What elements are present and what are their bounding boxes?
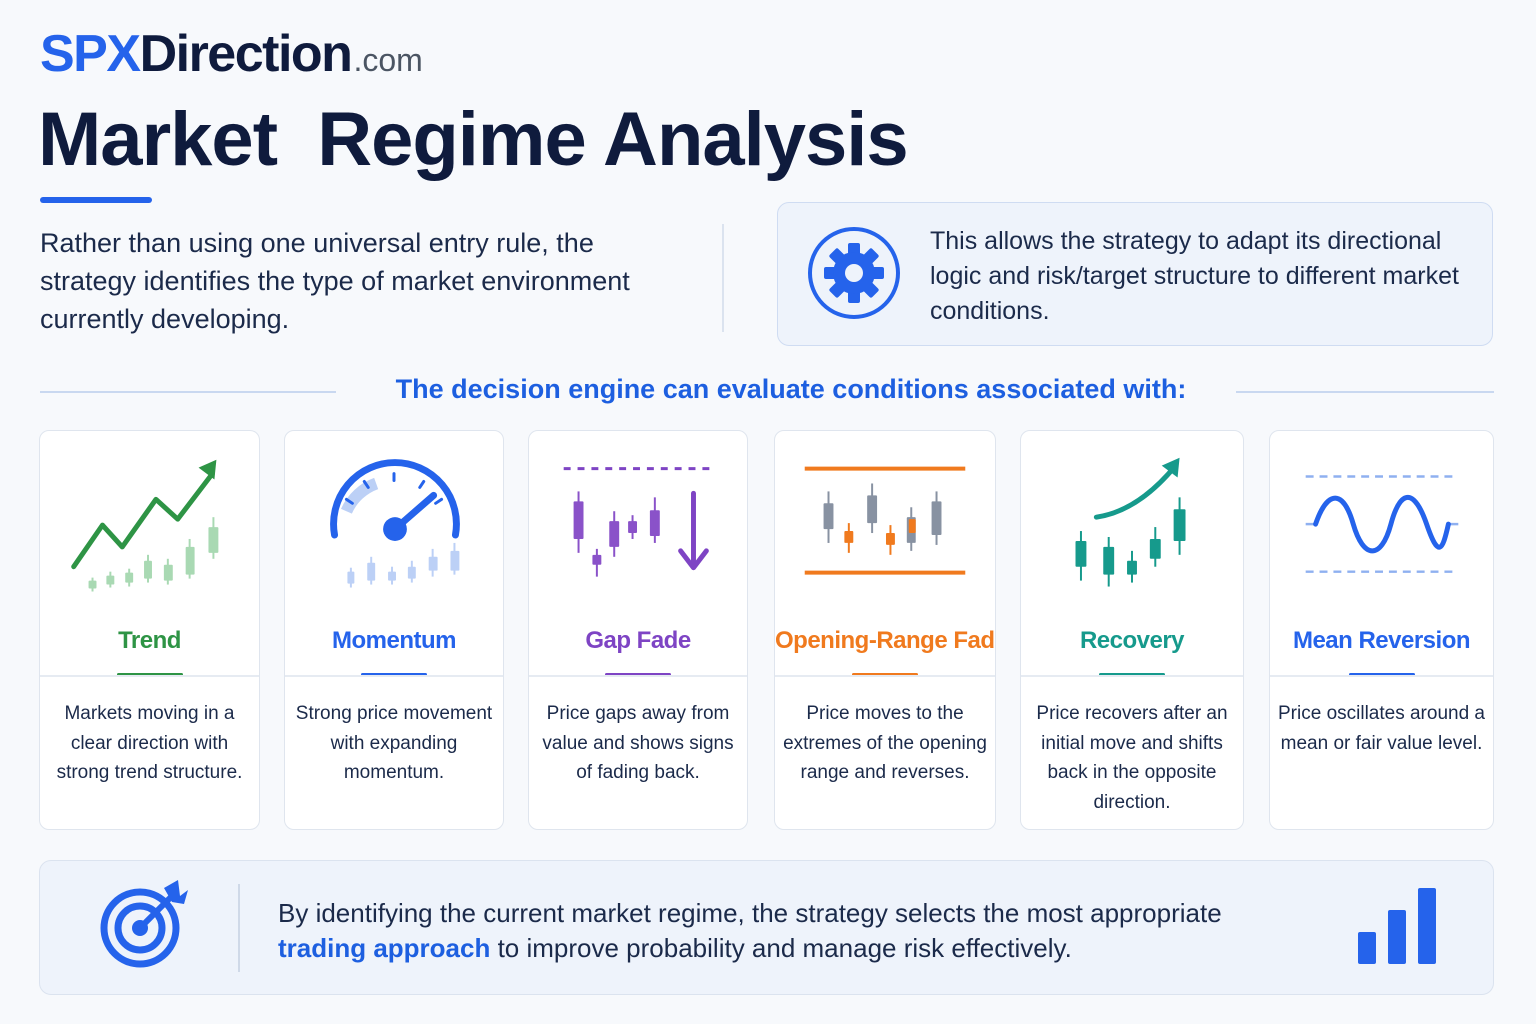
regime-card-trend: Trend Markets moving in a clear directio… <box>39 430 260 830</box>
regime-card-mean-reversion: Mean Reversion Price oscillates around a… <box>1269 430 1494 830</box>
card-divider <box>1021 675 1243 677</box>
page-title: Market Regime Analysis <box>38 97 909 182</box>
gear-icon <box>808 227 900 319</box>
regime-card-momentum: Momentum Strong price movement with expa… <box>284 430 504 830</box>
target-icon <box>100 880 188 968</box>
brand-logo: SPXDirection.com <box>40 24 423 84</box>
regime-card-gap-fade: Gap Fade Price gaps away from value and … <box>528 430 748 830</box>
bar-chart-icon <box>1358 888 1436 964</box>
summary-text: By identifying the current market regime… <box>278 896 1308 966</box>
summary-highlight: trading approach <box>278 933 491 963</box>
gap-fade-chart-icon <box>563 467 713 577</box>
regime-title-underline <box>1348 673 1415 676</box>
brand-direction: Direction <box>139 25 353 83</box>
regime-description: Strong price movement with expanding mom… <box>295 703 493 783</box>
summary-text-start: By identifying the current market regime… <box>278 898 1222 928</box>
opening-range-chart-icon <box>804 466 966 575</box>
section-heading: The decision engine can evaluate conditi… <box>395 374 1187 404</box>
title-underline <box>40 197 152 203</box>
summary-text-end: to improve probability and manage risk e… <box>490 933 1072 963</box>
card-divider <box>40 675 259 677</box>
regime-title-underline <box>116 673 183 676</box>
intro-divider <box>722 224 724 332</box>
recovery-chart-icon <box>1075 457 1186 587</box>
info-text: This allows the strategy to adapt its di… <box>930 227 1459 325</box>
card-divider <box>529 675 747 677</box>
regime-title: Mean Reversion <box>1292 627 1471 654</box>
heading-rule-right <box>1236 391 1494 393</box>
brand-spx: SPX <box>40 25 141 83</box>
brand-domain-suffix: .com <box>353 42 423 78</box>
regime-description: Price gaps away from value and shows sig… <box>542 703 734 783</box>
regime-title: Gap Fade <box>585 627 691 654</box>
sine-wave-icon <box>1305 475 1459 573</box>
summary-box <box>39 860 1494 995</box>
heading-rule-left <box>40 391 336 393</box>
regime-title: Recovery <box>1079 627 1185 654</box>
regime-description: Price recovers after an initial move and… <box>1036 703 1228 813</box>
regime-title-underline <box>852 673 918 676</box>
trend-chart-icon <box>71 459 219 592</box>
regime-title: Momentum <box>332 627 457 654</box>
regime-description: Markets moving in a clear direction with… <box>56 703 243 783</box>
card-divider <box>1270 675 1493 677</box>
speedometer-icon <box>330 459 460 588</box>
summary-divider <box>238 884 240 972</box>
regime-title-underline <box>361 673 427 676</box>
regime-card-opening-range-fade: Opening-Range Fade Price moves to the ex… <box>774 430 996 830</box>
regime-title: Opening-Range Fade <box>775 627 996 654</box>
regime-description: Price moves to the extremes of the openi… <box>783 703 987 783</box>
card-divider <box>285 675 503 677</box>
intro-text: Rather than using one universal entry ru… <box>40 228 630 334</box>
regime-card-recovery: Recovery Price recovers after an initial… <box>1020 430 1244 830</box>
regime-title: Trend <box>118 627 181 654</box>
regime-title-underline <box>605 673 671 676</box>
card-divider <box>775 675 995 677</box>
regime-description: Price oscillates around a mean or fair v… <box>1278 703 1485 754</box>
regime-title-underline <box>1099 673 1165 676</box>
